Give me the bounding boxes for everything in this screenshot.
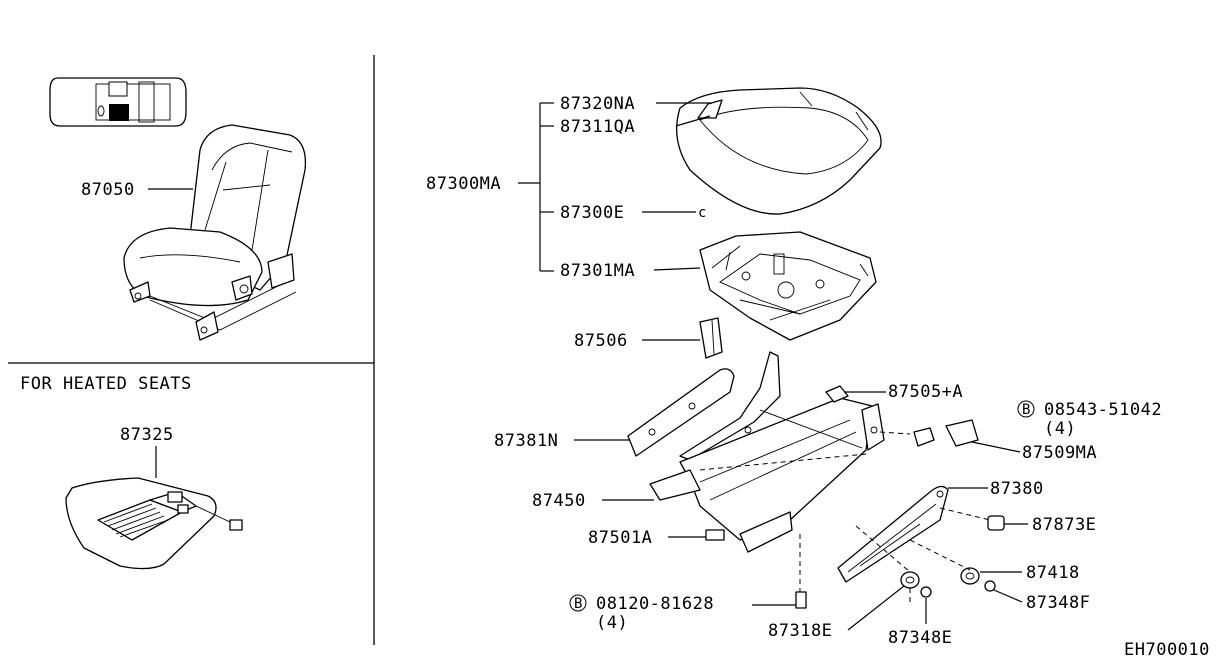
label-cap[interactable]: 87509MA xyxy=(1022,443,1097,463)
hardware-parts xyxy=(705,385,1005,609)
slide-rail-right-illustration xyxy=(837,485,949,583)
label-bolt-spec-b2: 08543-51042 xyxy=(1044,400,1162,420)
car-locator-icon xyxy=(49,77,187,127)
label-bolt-spec-b1: 08120-81628 xyxy=(596,594,714,614)
bracket-illustration xyxy=(699,317,723,359)
cushion-assy-bracket xyxy=(518,102,554,272)
label-slide-rail-left[interactable]: 87381N xyxy=(494,431,558,451)
label-clip[interactable]: 87300E xyxy=(560,203,624,223)
label-trim[interactable]: 87320NA xyxy=(560,94,635,114)
label-slide-rail-right[interactable]: 87380 xyxy=(990,479,1044,499)
diagram-code: EH700010 xyxy=(1124,640,1210,660)
label-frame[interactable]: 87301MA xyxy=(560,261,635,281)
label-o-ring[interactable]: 87348F xyxy=(1026,593,1090,613)
heater-unit-illustration xyxy=(65,477,243,570)
label-bolt-b2-qty: (4) xyxy=(1044,419,1076,439)
label-bushing[interactable]: 87418 xyxy=(1026,563,1080,583)
seat-assembly-illustration xyxy=(123,124,307,341)
seat-pan-frame-illustration xyxy=(699,231,877,341)
label-bolt-b1-qty: (4) xyxy=(596,613,628,633)
label-adjuster[interactable]: 87450 xyxy=(532,491,586,511)
label-cushion-assy[interactable]: 87300MA xyxy=(426,174,501,194)
label-heater-unit[interactable]: 87325 xyxy=(120,425,174,445)
panel-dividers xyxy=(8,55,375,645)
label-bolt-left[interactable]: 87501A xyxy=(588,528,652,548)
bolt-b1-callout[interactable]: B 08120-81628 (4) xyxy=(569,594,714,633)
label-bracket[interactable]: 87506 xyxy=(574,331,628,351)
svg-text:c: c xyxy=(698,205,706,221)
dashed-guides xyxy=(699,431,991,604)
label-nut-cap[interactable]: 87873E xyxy=(1032,515,1096,535)
bolt-b2-callout[interactable]: B 08543-51042 (4) xyxy=(1017,400,1162,439)
svg-text:B: B xyxy=(1022,402,1030,418)
label-seat-assembly[interactable]: 87050 xyxy=(81,180,135,200)
label-pad[interactable]: 87311QA xyxy=(560,117,635,137)
svg-text:B: B xyxy=(574,596,582,612)
seat-frame-illustration xyxy=(627,351,885,553)
seat-cushion-illustration xyxy=(676,87,882,215)
label-clamp[interactable]: 87505+A xyxy=(888,382,963,402)
heated-seats-title: FOR HEATED SEATS xyxy=(20,374,192,394)
label-washer[interactable]: 87318E xyxy=(768,621,832,641)
label-ring[interactable]: 87348E xyxy=(888,628,952,648)
